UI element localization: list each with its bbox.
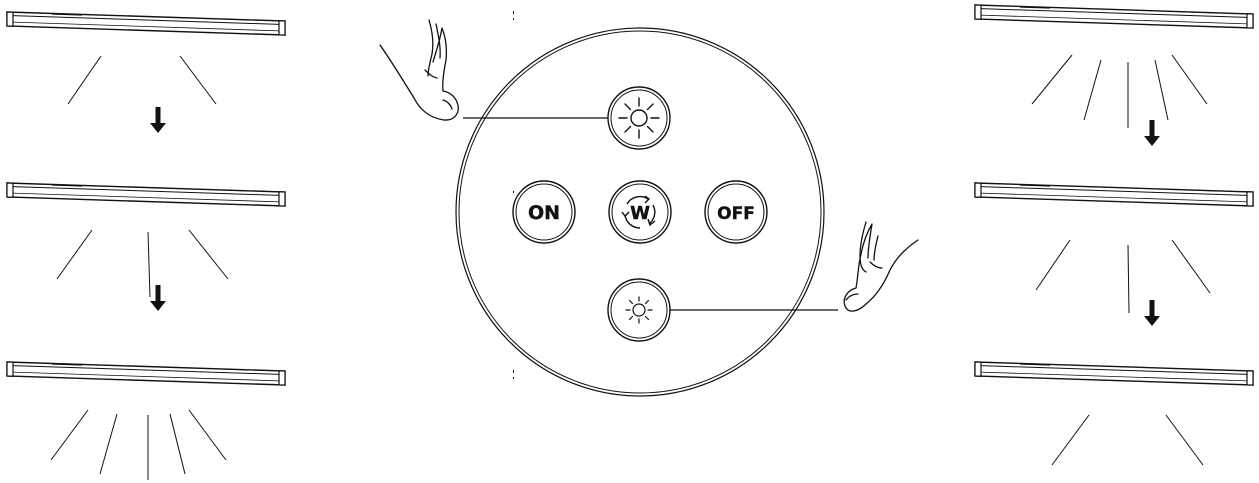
remote-control: ON W OFF [456,11,838,396]
light-bar-right-3 [975,362,1253,385]
on-label: ON [528,202,560,224]
light-bar-left-3 [7,362,285,385]
light-bar-left-2 [7,183,285,206]
down-arrow-left-2 [150,285,166,311]
left-brightness-sequence [7,12,285,480]
brighten-button[interactable] [608,87,670,149]
light-rays-left-1 [68,56,216,104]
right-brightness-sequence [975,5,1253,465]
light-bar-right-1 [975,5,1253,28]
light-rays-left-2 [57,230,228,297]
light-rays-right-2 [1036,240,1210,313]
dim-button[interactable] [608,279,670,341]
off-button[interactable]: OFF [705,181,767,243]
light-bar-right-2 [975,183,1253,206]
light-rays-left-3 [51,410,226,480]
down-arrow-right-1 [1144,120,1160,146]
white-mode-label: W [630,203,650,224]
light-rays-right-3 [1052,415,1203,465]
light-rays-right-1 [1032,55,1207,128]
light-bar-left-1 [7,12,285,35]
finger-press-hand-bottom [844,222,918,311]
white-mode-button[interactable]: W [609,181,671,243]
off-label: OFF [717,204,755,224]
tick-marks [513,11,514,379]
on-button[interactable]: ON [513,181,575,243]
down-arrow-right-2 [1144,300,1160,326]
finger-press-hand-top [380,20,458,120]
down-arrow-left-1 [150,107,166,133]
